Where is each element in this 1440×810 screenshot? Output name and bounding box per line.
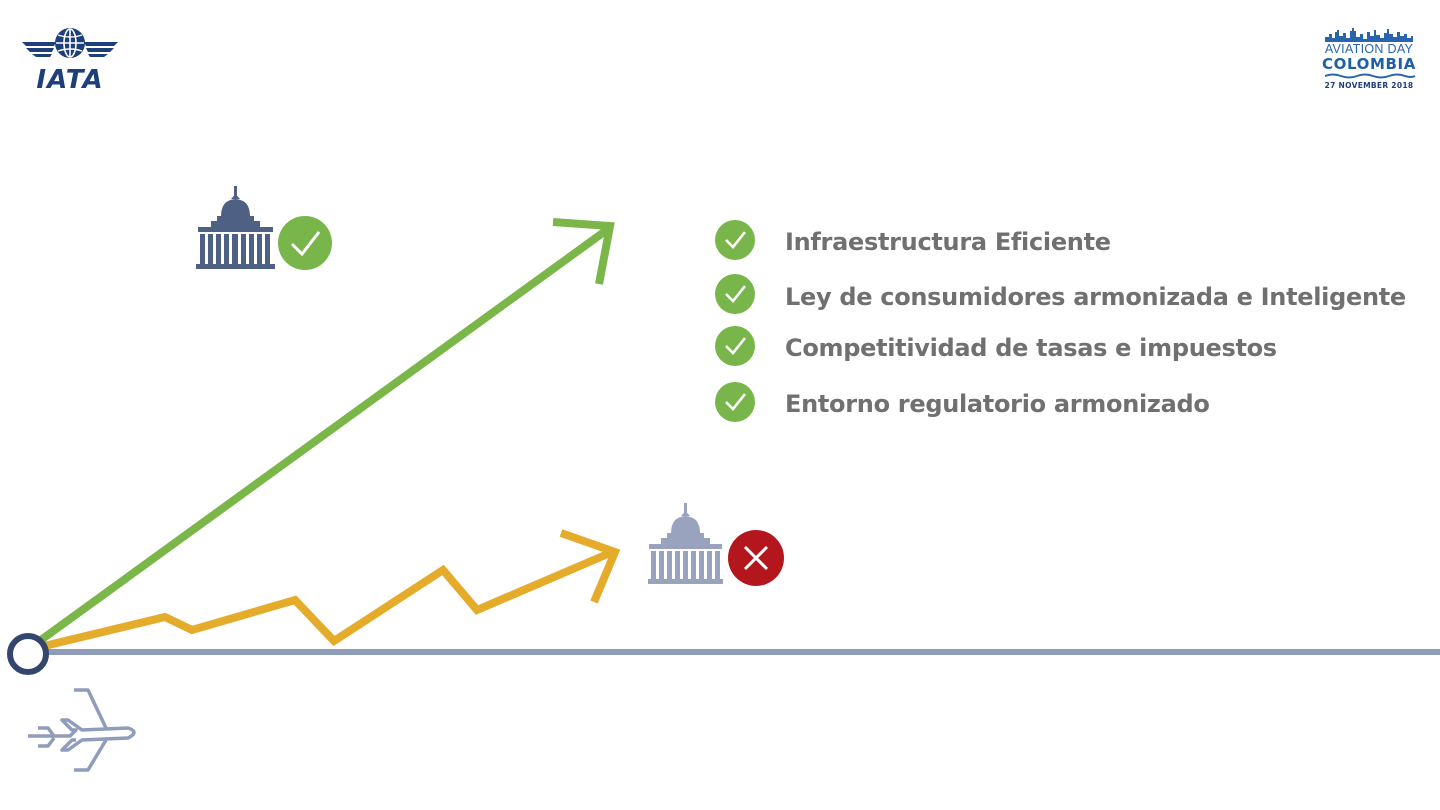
badge-country-line: COLOMBIA [1322,55,1416,73]
city-skyline-icon [1325,28,1413,42]
check-circle-icon [278,216,332,270]
badge-foliage-decoration [1324,73,1416,79]
check-circle-icon [715,274,755,314]
badge-date-line: 27 NOVEMBER 2018 [1324,81,1414,90]
check-circle-icon [715,326,755,366]
checklist-item-label: Entorno regulatorio armonizado [785,390,1210,418]
iata-globe-wings-icon [22,28,118,58]
aviation-day-colombia-logo: AVIATION DAY COLOMBIA 27 NOVEMBER 2018 [1318,28,1420,108]
check-circle-icon [715,382,755,422]
capitol-building-icon [648,503,723,584]
capitol-building-icon [196,186,275,269]
checklist-item-label: Infraestructura Eficiente [785,228,1111,256]
checklist-item-label: Competitividad de tasas e impuestos [785,334,1277,362]
iata-logo: IATA [18,24,122,96]
badge-title-line: AVIATION DAY [1324,42,1414,56]
checklist-item-label: Ley de consumidores armonizada e Intelig… [785,283,1406,311]
origin-point [7,633,49,675]
check-circle-icon [715,220,755,260]
iata-wordmark: IATA [36,65,104,95]
yellow-zigzag-arrow [35,529,621,652]
x-circle-icon [728,530,784,586]
airplane-icon [28,688,136,772]
green-growth-arrow [30,218,615,649]
